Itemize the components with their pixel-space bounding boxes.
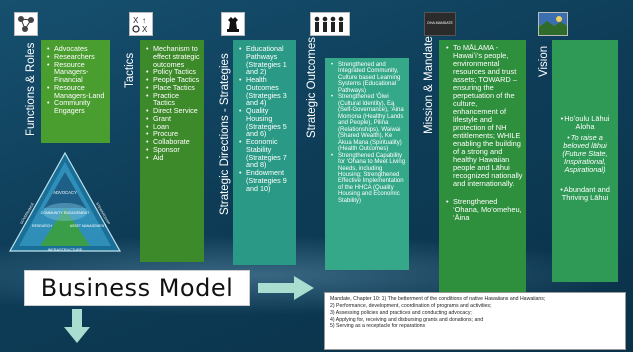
people-icon	[310, 12, 350, 36]
list-item: Researchers	[47, 52, 107, 61]
arrow-right-icon	[258, 276, 314, 300]
mandate-icon: OHA MANDATE	[424, 12, 456, 36]
triangle-asset: ASSET MANAGEMENT	[70, 224, 106, 228]
list-item: Mechanism to effect strategic outcomes	[146, 45, 201, 68]
list-item: Community Engagers	[47, 99, 107, 115]
business-model-banner: Business Model	[24, 270, 250, 306]
mandate-line: 2) Performance, development, coordinatio…	[330, 302, 492, 309]
mandate-line: 4) Applying for, receiving and disbursin…	[330, 316, 484, 323]
list-item: Collaborate	[146, 138, 201, 146]
list-item: Sponsor	[146, 146, 201, 154]
tactics-box: Mechanism to effect strategic outcomes P…	[140, 40, 204, 262]
list-item: Grant	[146, 115, 201, 123]
vision-box: Hoʻoulu Lāhui Aloha To raise a beloved l…	[552, 40, 618, 282]
list-item: To MĀLAMA - Hawaiʻi’s people, environmen…	[446, 44, 523, 188]
vision-title: Vision	[538, 45, 550, 77]
mandate-line: 3) Assessing policies and practices and …	[330, 309, 472, 316]
list-item: Abundant and Thriving Lāhui	[555, 185, 615, 202]
list-item: Loan	[146, 122, 201, 131]
mandate-line: Mandate, Chapter 10: 1) The betterment o…	[330, 296, 546, 302]
list-item: Direct Service	[146, 107, 201, 115]
list-item: Quality Housing (Strategies 5 and 6)	[239, 107, 293, 138]
business-model-title: Business Model	[40, 274, 234, 302]
list-item: Economic Stability (Strategies 7 and 8)	[239, 138, 293, 169]
list-item: Strengthened ‘Ohana, Mo‘omeheu, ‘Āina	[446, 197, 523, 222]
business-triangle-diagram: ADVOCACY COMMUNITY ENGAGEMENT RESEARCH A…	[8, 151, 122, 252]
list-item: Practice Tactics	[146, 91, 201, 108]
outcomes-title: Strategic Outcomes	[306, 37, 318, 138]
arrow-down-icon	[64, 309, 90, 343]
list-item: Health Outcomes (Strategies 3 and 4)	[239, 76, 293, 107]
outcomes-box: Strengthened and Integrated Community, C…	[325, 58, 409, 270]
list-item: Advocates	[47, 45, 107, 53]
list-item: Place Tactics	[146, 84, 201, 92]
svg-text:X: X	[142, 25, 148, 34]
svg-text:X: X	[133, 16, 139, 25]
svg-text:↑: ↑	[142, 16, 146, 25]
list-item: Policy Tactics	[146, 68, 201, 76]
list-item: Resource Managers-Land	[47, 84, 107, 100]
mandate-line: 5) Serving as a receptacle for reparatio…	[330, 323, 426, 330]
triangle-infrastructure: INFRASTRUCTURE	[48, 248, 83, 252]
strategies-box: Educational Pathways (Strategies 1 and 2…	[233, 40, 296, 265]
list-item: People Tactics	[146, 76, 201, 84]
list-item: Procure	[146, 130, 201, 138]
list-item: Aid	[146, 153, 201, 162]
vision-painting-icon	[538, 12, 568, 36]
tactics-icon: X ↑ X	[129, 12, 153, 36]
triangle-advocacy: ADVOCACY	[53, 190, 77, 195]
list-item: Strengthened Capability for ‘Ohana to Me…	[331, 153, 406, 205]
functions-roles-title: Functions & Roles	[25, 42, 37, 136]
mandate-text-box: Mandate, Chapter 10: 1) The betterment o…	[324, 292, 626, 350]
list-item: Endowment (Strategies 9 and 10)	[239, 169, 293, 192]
list-item: Educational Pathways (Strategies 1 and 2…	[239, 45, 293, 76]
mission-box: To MĀLAMA - Hawaiʻi’s people, environmen…	[439, 40, 526, 292]
triangle-research: RESEARCH	[32, 224, 52, 228]
list-item: Hoʻoulu Lāhui Aloha	[555, 115, 615, 131]
functions-roles-box: Advocates Researchers Resource Managers-…	[41, 40, 110, 143]
list-item: Strengthened ‘Ōiwi (Cultural Identity), …	[331, 94, 406, 152]
mandate-icon-label: OHA MANDATE	[427, 21, 453, 26]
mission-title: Mission & Mandate	[423, 36, 435, 134]
list-item: To raise a beloved lāhui (Future State, …	[555, 133, 615, 174]
tactics-title: Tactics	[124, 52, 136, 88]
chess-icon	[221, 12, 245, 36]
triangle-community: COMMUNITY ENGAGEMENT	[41, 211, 90, 215]
strategies-title: Strategic Directions - Strategies	[219, 53, 231, 215]
list-item: Resource Managers-Financial	[47, 60, 107, 84]
network-icon	[14, 12, 38, 36]
list-item: Strengthened and Integrated Community, C…	[331, 62, 406, 94]
